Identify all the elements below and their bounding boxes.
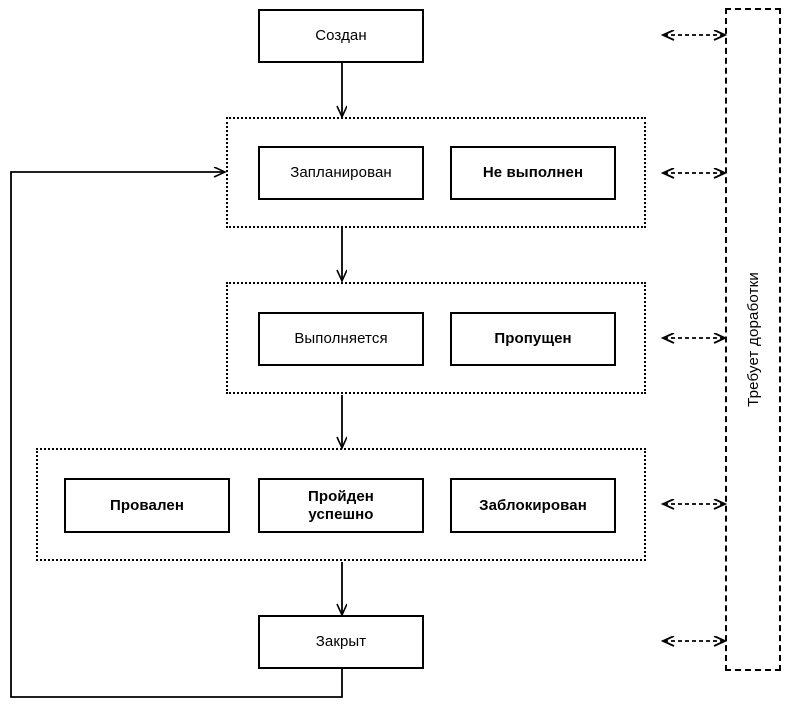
rework-panel-label: Требует доработки: [744, 272, 762, 407]
node-not-executed-label: Не выполнен: [482, 164, 584, 182]
node-blocked[interactable]: Заблокирован: [450, 478, 616, 533]
node-passed[interactable]: Пройден успешно: [258, 478, 424, 533]
node-closed[interactable]: Закрыт: [258, 615, 424, 669]
node-skipped-label: Пропущен: [494, 330, 572, 348]
node-planned-label: Запланирован: [290, 164, 392, 182]
node-created-label: Создан: [315, 27, 367, 45]
node-created[interactable]: Создан: [258, 9, 424, 63]
group-planned-stage: [226, 117, 646, 228]
node-passed-label: Пройден успешно: [300, 488, 382, 523]
node-planned[interactable]: Запланирован: [258, 146, 424, 200]
node-in-progress[interactable]: Выполняется: [258, 312, 424, 366]
node-closed-label: Закрыт: [315, 633, 367, 651]
node-failed[interactable]: Провален: [64, 478, 230, 533]
rework-panel[interactable]: Требует доработки: [725, 8, 781, 671]
node-skipped[interactable]: Пропущен: [450, 312, 616, 366]
node-not-executed[interactable]: Не выполнен: [450, 146, 616, 200]
node-failed-label: Провален: [109, 496, 184, 514]
node-in-progress-label: Выполняется: [294, 330, 388, 348]
node-passed-label-line2: успешно: [308, 505, 374, 523]
node-blocked-label: Заблокирован: [479, 496, 587, 514]
node-passed-label-line1: Пройден: [308, 487, 374, 505]
group-result-stage: [36, 448, 646, 561]
group-execution-stage: [226, 282, 646, 394]
